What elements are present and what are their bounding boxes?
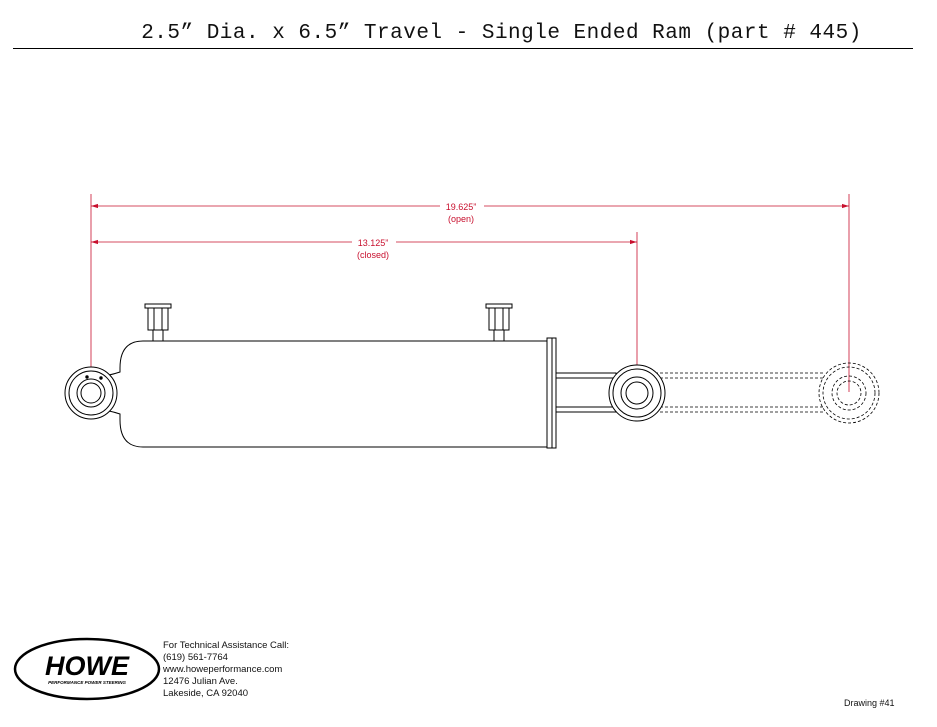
extended-rod-phantom xyxy=(654,362,880,424)
drawing-number: Drawing #41 xyxy=(844,698,895,708)
dimension-lines xyxy=(90,194,850,392)
closed-dimension-value: 13.125” xyxy=(358,238,389,248)
contact-website: www.howeperformance.com xyxy=(163,664,283,675)
page-title: 2.5” Dia. x 6.5” Travel - Single Ended R… xyxy=(141,22,862,45)
contact-phone: (619) 561-7764 xyxy=(163,652,228,663)
hydraulic-port-rear xyxy=(144,303,172,342)
svg-text:HOWE: HOWE xyxy=(45,651,130,681)
contact-address-line1: 12476 Julian Ave. xyxy=(163,676,238,687)
contact-info: For Technical Assistance Call: (619) 561… xyxy=(163,640,289,700)
title-rule xyxy=(13,48,913,49)
contact-address-line2: Lakeside, CA 92040 xyxy=(163,688,249,699)
cylinder-body xyxy=(64,337,557,449)
svg-text:PERFORMANCE POWER STEERING: PERFORMANCE POWER STEERING xyxy=(48,680,126,685)
closed-dimension-label: (closed) xyxy=(357,250,389,260)
open-dimension-value: 19.625” xyxy=(446,202,477,212)
open-dimension-label: (open) xyxy=(448,214,474,224)
piston-rod xyxy=(555,364,666,422)
howe-logo: HOWE PERFORMANCE POWER STEERING xyxy=(13,636,161,711)
hydraulic-port-front xyxy=(485,303,513,342)
contact-heading: For Technical Assistance Call: xyxy=(163,640,290,651)
